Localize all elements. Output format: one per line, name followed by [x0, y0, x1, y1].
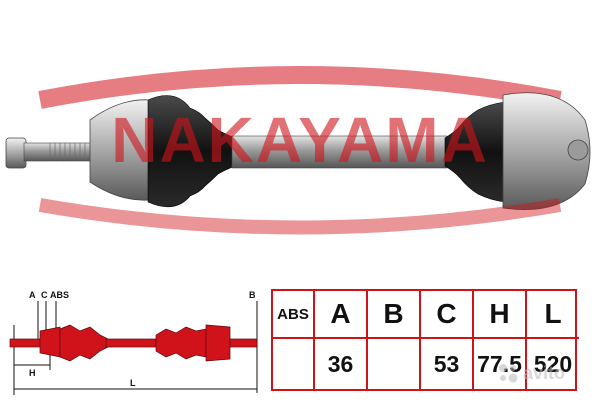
spec-table: ABS A B C H L 36 53 77.5 520: [271, 289, 579, 391]
value-abs: [273, 339, 315, 389]
header-l: L: [527, 291, 579, 339]
header-c: C: [421, 291, 474, 339]
value-l: 520: [533, 350, 573, 377]
label-h: H: [29, 368, 36, 378]
label-l: L: [130, 378, 136, 388]
left-stub: [23, 142, 95, 162]
value-b: [368, 339, 421, 389]
header-a: A: [315, 291, 368, 339]
label-a: A: [29, 290, 36, 300]
label-abs: ABS: [50, 290, 70, 300]
watermark-text: avito: [523, 362, 566, 383]
header-h: H: [474, 291, 527, 339]
dimension-schematic: [9, 301, 258, 395]
right-hub: [567, 139, 589, 161]
value-c: 53: [421, 339, 474, 389]
value-a: 36: [315, 339, 368, 389]
avito-dots-icon: [499, 364, 518, 383]
brand-logo: NAKAYAMA: [111, 104, 489, 176]
value-h: 77.5: [474, 339, 527, 389]
main-shaft: [231, 135, 448, 169]
watermark: avito: [497, 362, 565, 384]
header-b: B: [368, 291, 421, 339]
logo-arc-top: [38, 66, 562, 109]
shaft-silhouette: [9, 324, 258, 362]
nut: [5, 137, 27, 169]
logo-arc-bottom: [38, 198, 562, 235]
right-cv-joint: [502, 92, 591, 210]
spline: [49, 143, 86, 161]
label-c: C: [41, 290, 48, 300]
header-abs: ABS: [273, 291, 315, 339]
drive-shaft-photo: NAKAYAMA: [5, 66, 591, 235]
label-b: B: [249, 290, 256, 300]
